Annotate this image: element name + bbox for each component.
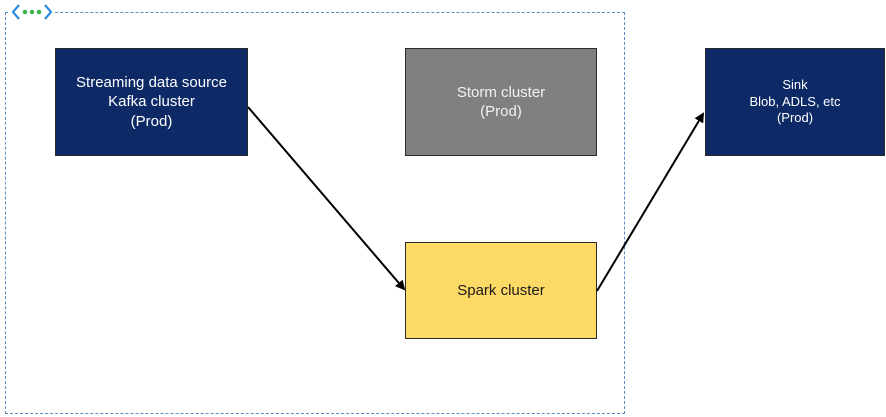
storm-cluster-node: Storm cluster (Prod) <box>405 48 597 156</box>
spark-cluster-node: Spark cluster <box>405 242 597 339</box>
virtual-network-icon <box>10 1 54 23</box>
sink-node-env: (Prod) <box>776 110 814 126</box>
sink-node-subtitle: Blob, ADLS, etc <box>749 93 841 109</box>
spark-node-title: Spark cluster <box>457 281 545 299</box>
kafka-node-env: (Prod) <box>130 112 173 130</box>
kafka-cluster-node: Streaming data source Kafka cluster (Pro… <box>55 48 248 156</box>
sink-node-title: Sink <box>782 76 808 92</box>
sink-node: Sink Blob, ADLS, etc (Prod) <box>705 48 885 156</box>
kafka-node-subtitle: Kafka cluster <box>108 93 195 111</box>
storm-node-env: (Prod) <box>480 103 522 120</box>
storm-node-title: Storm cluster <box>456 83 546 101</box>
kafka-node-title: Streaming data source <box>76 73 227 91</box>
